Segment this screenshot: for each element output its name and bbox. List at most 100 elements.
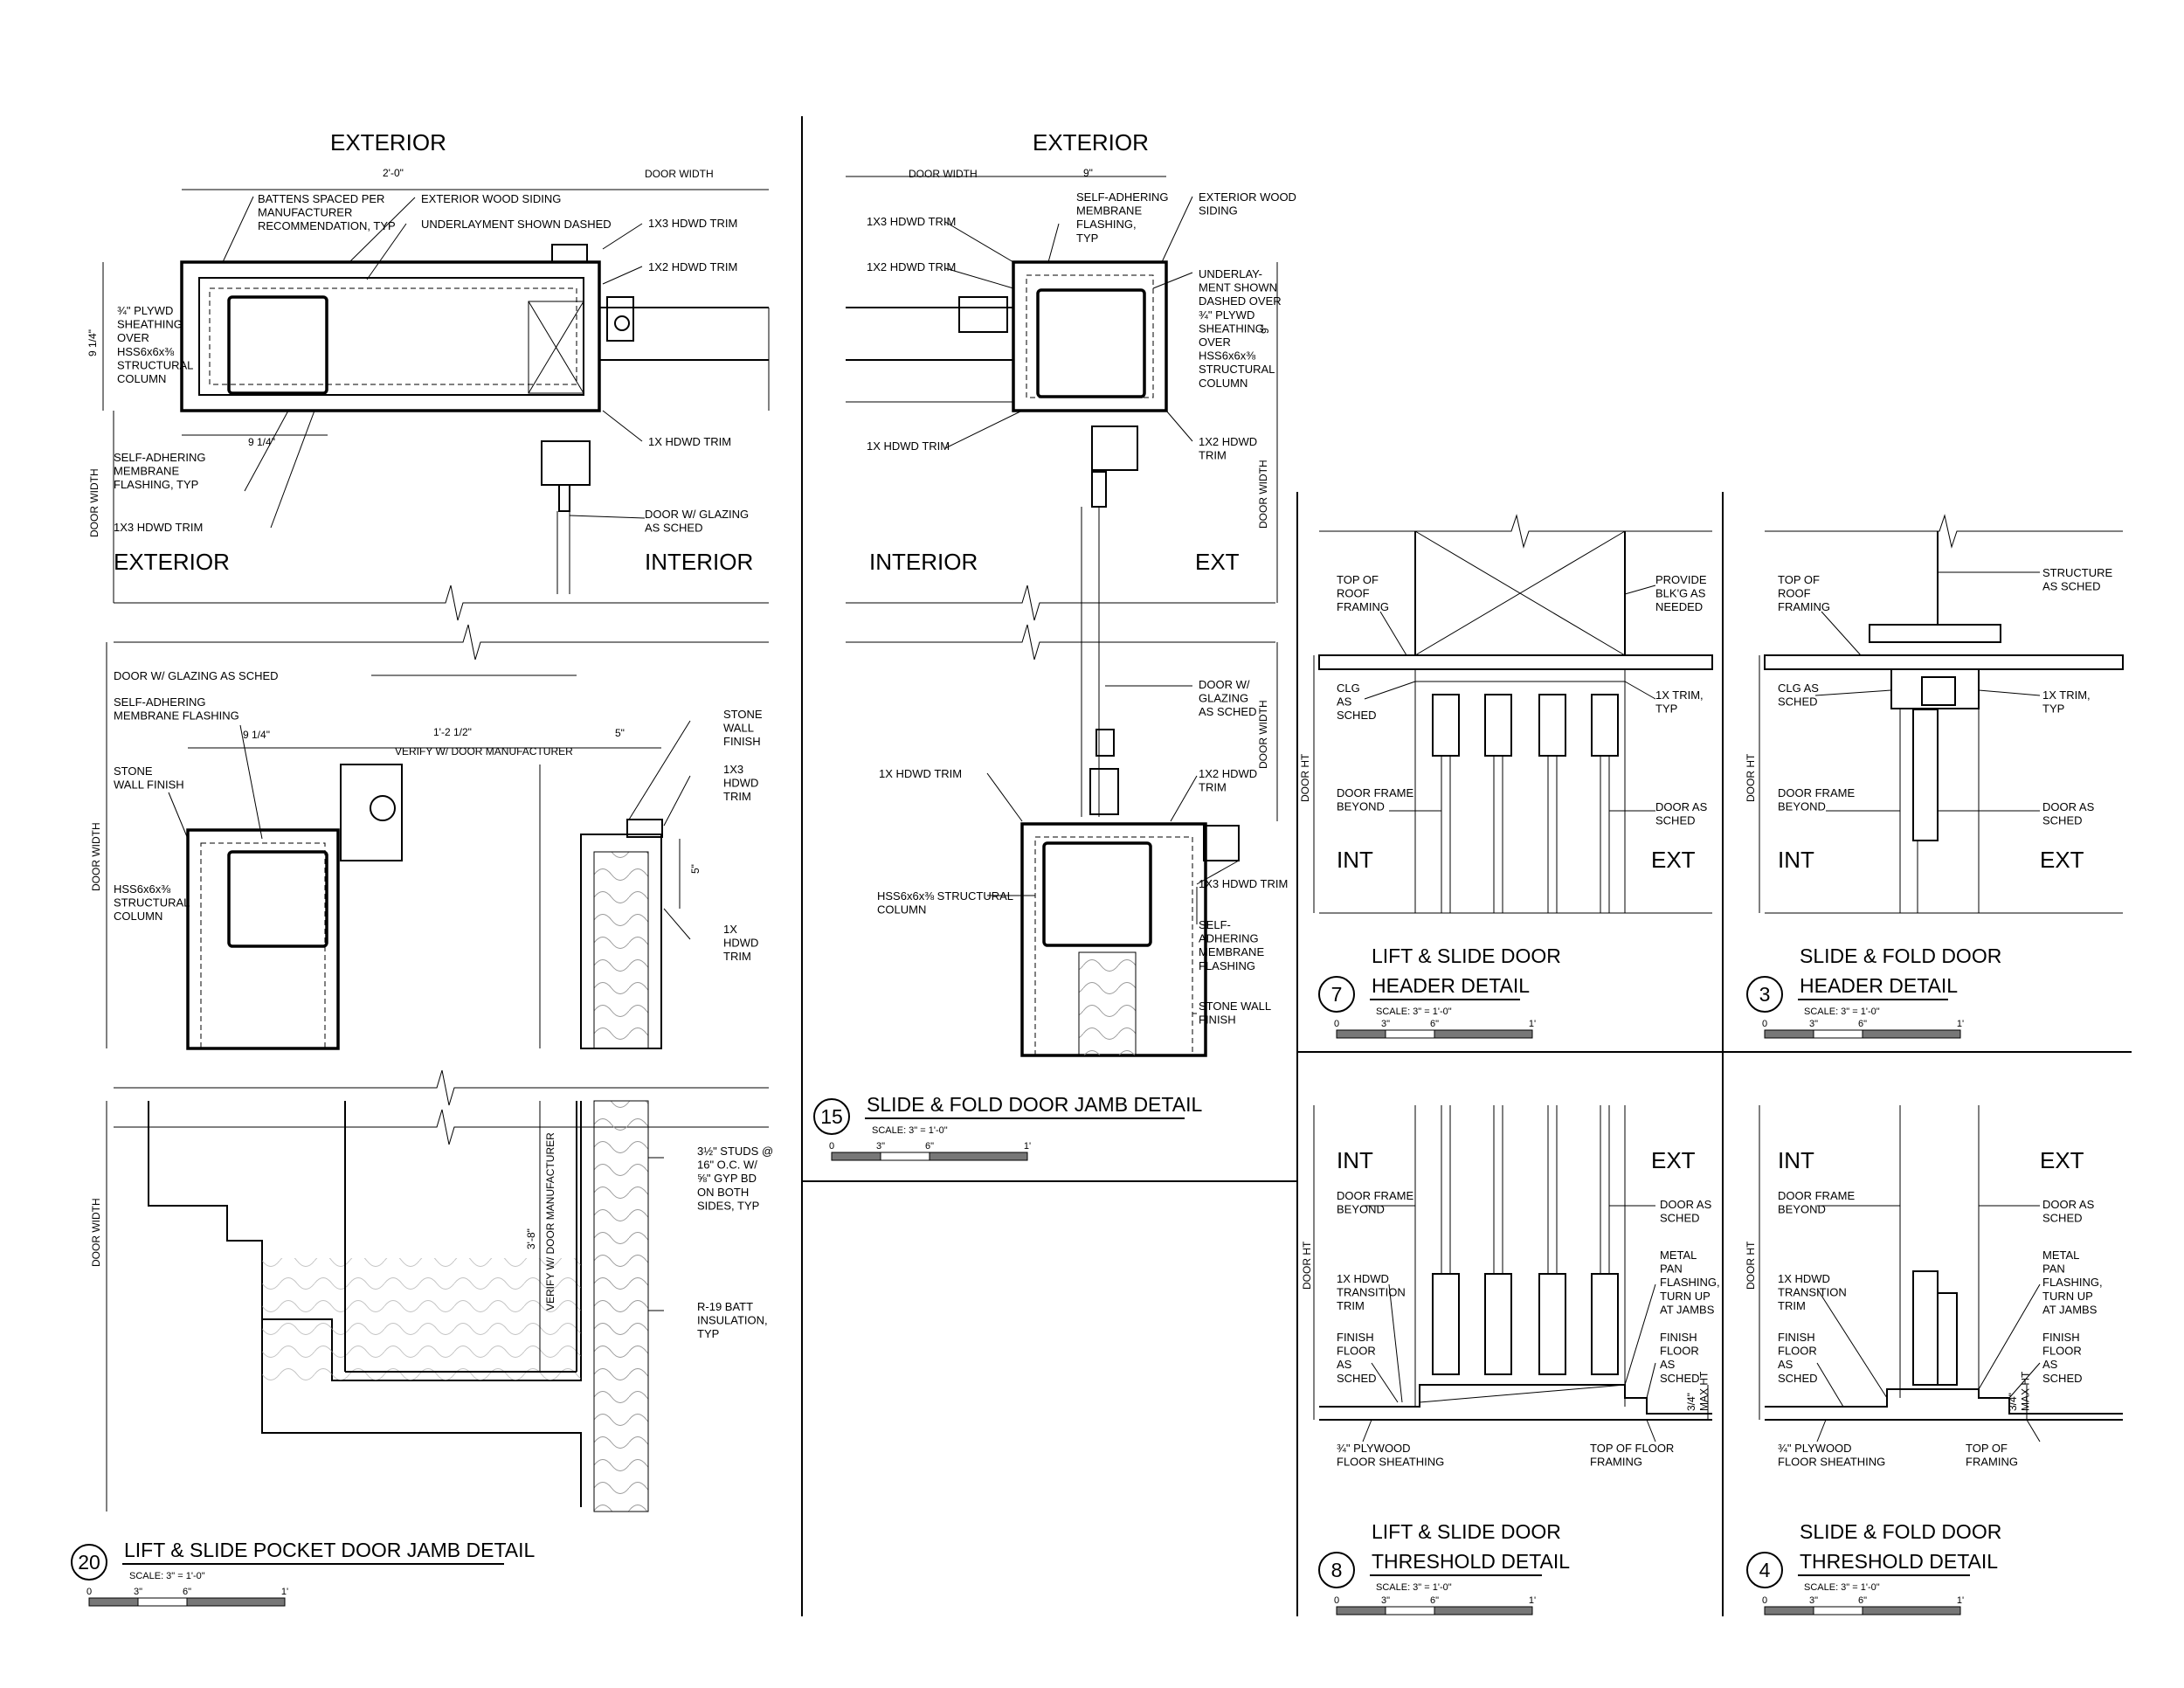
scale-tick-label: 1' xyxy=(281,1587,288,1597)
scale-tick-label: 1' xyxy=(1957,1595,1964,1606)
dimension: DOOR HT xyxy=(1299,753,1311,802)
detail-number-bubble xyxy=(1746,1552,1783,1588)
note: 1X3 HDWD TRIM xyxy=(1199,877,1288,890)
dimension: 9 1/4" xyxy=(248,436,275,448)
dimension: VERIFY W/ DOOR MANUFACTURER xyxy=(544,1132,556,1311)
label-interior: INTERIOR xyxy=(645,549,753,575)
dimension: DOOR WIDTH xyxy=(90,822,102,891)
title-block-3: 3 SLIDE & FOLD DOOR HEADER DETAIL SCALE:… xyxy=(1746,944,2001,1039)
scale-note: SCALE: 3" = 1'-0" xyxy=(1376,1007,1452,1017)
detail-15-drawing xyxy=(846,176,1278,1057)
note: 1X3 HDWD TRIM xyxy=(867,215,956,228)
detail-number-bubble xyxy=(813,1098,850,1135)
dimension: 9" xyxy=(1083,167,1093,179)
note: 1X3 HDWD TRIM xyxy=(648,217,737,230)
dimension: DOOR WIDTH xyxy=(1257,460,1269,529)
detail-number: 7 xyxy=(1331,983,1343,1006)
scale-tick-label: 6" xyxy=(1430,1595,1439,1606)
detail-20-annotations: EXTERIOR 2'-0" DOOR WIDTH BATTENS SPACED… xyxy=(86,129,773,1340)
detail-number: 8 xyxy=(1331,1559,1343,1581)
label-ext: EXT xyxy=(2040,1147,2084,1173)
scale-tick-label: 0 xyxy=(86,1587,92,1597)
label-ext: EXT xyxy=(1651,847,1696,873)
scale-tick-label: 1' xyxy=(1529,1595,1536,1606)
dimension: DOOR WIDTH xyxy=(645,168,714,180)
dimension: DOOR HT xyxy=(1301,1241,1313,1290)
door-panels-header xyxy=(1432,694,1619,913)
dimension: DOOR WIDTH xyxy=(90,1198,102,1267)
scale-tick-label: 3" xyxy=(134,1587,142,1597)
label-ext: EXT xyxy=(1651,1147,1696,1173)
dimension: DOOR WIDTH xyxy=(909,168,978,180)
label-ext: EXT xyxy=(1195,549,1240,575)
scale-tick-label: 3" xyxy=(876,1141,885,1152)
scale-tick-label: 3" xyxy=(1381,1019,1390,1029)
label-int: INT xyxy=(1337,847,1373,873)
detail-8-drawing xyxy=(1313,1105,1712,1442)
dimension: 1'-2 1/2" xyxy=(433,726,472,738)
scale-tick-label: 6" xyxy=(925,1141,934,1152)
scale-tick-label: 0 xyxy=(1334,1595,1339,1606)
label-int: INT xyxy=(1778,847,1814,873)
detail-number: 15 xyxy=(820,1105,843,1128)
title-block-8: 8 LIFT & SLIDE DOOR THRESHOLD DETAIL SCA… xyxy=(1318,1520,1570,1615)
dimension: 9" xyxy=(1259,324,1271,334)
detail-7-drawing xyxy=(1313,514,1713,914)
dimension: DOOR WIDTH xyxy=(1257,700,1269,769)
dimension: 3/4"MAX HT xyxy=(1685,1371,1710,1411)
label-interior: INTERIOR xyxy=(869,549,978,575)
detail-title-line-2: HEADER DETAIL xyxy=(1372,974,1530,997)
scale-tick-label: 3" xyxy=(1381,1595,1390,1606)
note: 1X HDWD TRIM xyxy=(879,767,962,780)
label-int: INT xyxy=(1778,1147,1814,1173)
detail-title-line-1: SLIDE & FOLD DOOR xyxy=(1800,1520,2001,1543)
scale-tick-label: 1' xyxy=(1529,1019,1536,1029)
detail-number-bubble xyxy=(1318,1552,1355,1588)
scale-tick-label: 6" xyxy=(1858,1019,1867,1029)
scale-tick-label: 0 xyxy=(1762,1595,1767,1606)
scale-bar: 0 3" 6" 1' xyxy=(1334,1595,1536,1615)
detail-title-line-2: THRESHOLD DETAIL xyxy=(1800,1550,1998,1573)
detail-number: 20 xyxy=(78,1551,100,1574)
dimension: DOOR HT xyxy=(1745,753,1757,802)
scale-tick-label: 0 xyxy=(1762,1019,1767,1029)
note: 1X TRIM,TYP xyxy=(1655,688,1704,716)
